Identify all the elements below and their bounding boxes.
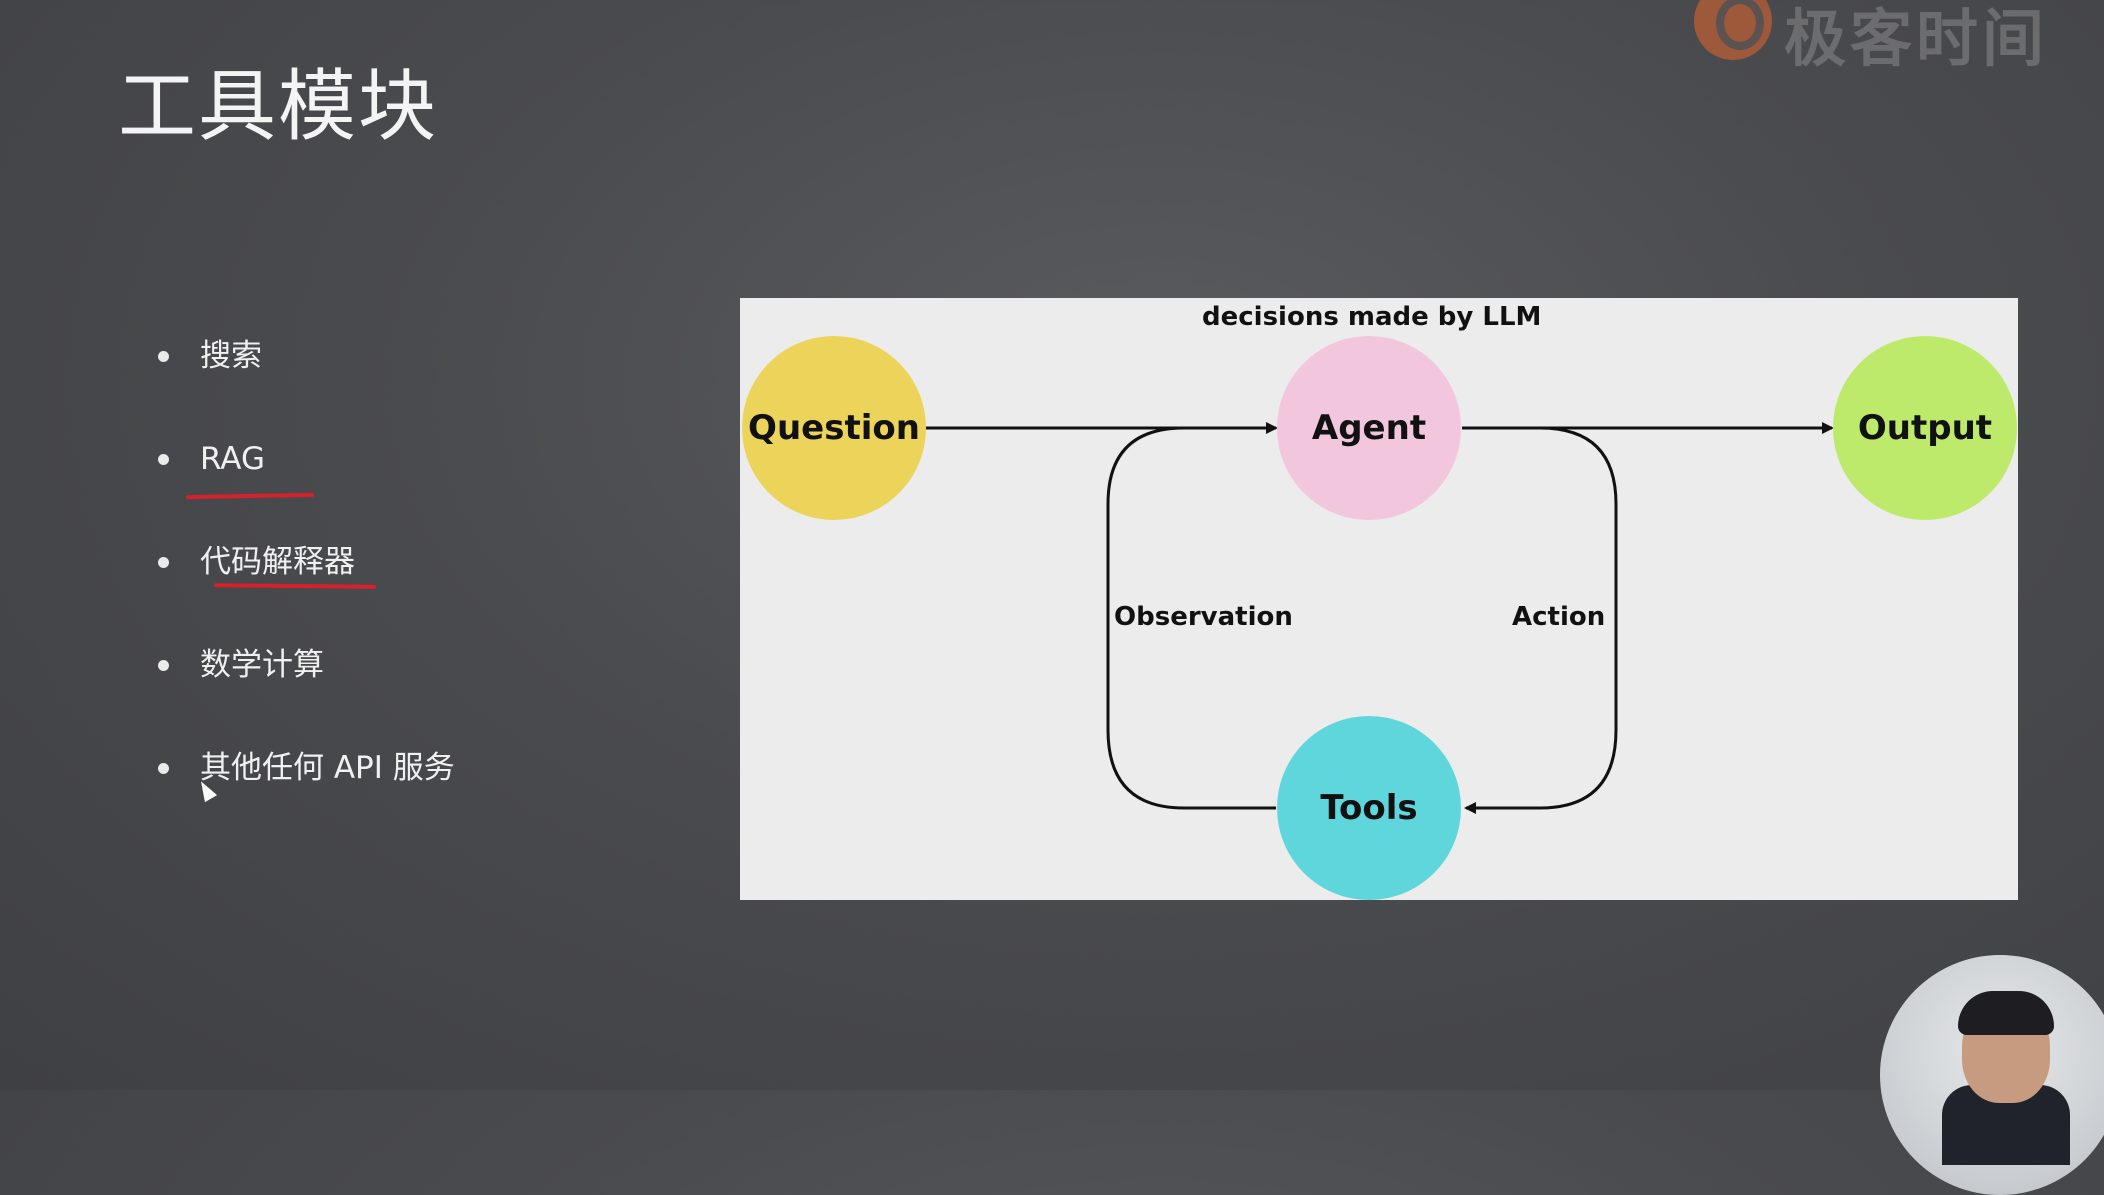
agent-node: Agent	[1277, 336, 1461, 520]
output-node: Output	[1833, 336, 2017, 520]
presenter-hair	[1958, 991, 2054, 1035]
bullet-label: 代码解释器	[200, 544, 355, 580]
bullet-item-search: 搜索	[150, 320, 455, 423]
bullet-dot-icon	[158, 454, 169, 465]
logo-icon	[1694, 0, 1772, 60]
diagram-caption: decisions made by LLM	[1202, 302, 1542, 332]
bullet-dot-icon	[158, 660, 169, 671]
bullet-list: 搜索 RAG 代码解释器 数学计算 其他任何 API 服务	[150, 320, 455, 835]
diagram-connectors	[926, 422, 1834, 814]
observation-label: Observation	[1114, 602, 1293, 632]
bullet-item-math: 数学计算	[150, 629, 455, 732]
bullet-dot-icon	[158, 351, 169, 362]
agent-flow-diagram: decisions made by LLM Question Agent Out…	[740, 298, 2018, 900]
bullet-item-other-api: 其他任何 API 服务	[150, 732, 455, 835]
bullet-dot-icon	[158, 763, 169, 774]
bullet-label: RAG	[200, 441, 265, 477]
logo-text: 极客时间	[1784, 2, 2049, 75]
observation-loop-arrow	[1106, 426, 1276, 810]
bullet-item-code-interpreter: 代码解释器	[150, 526, 455, 629]
bullet-dot-icon	[158, 557, 169, 568]
question-node: Question	[742, 336, 926, 520]
tools-node: Tools	[1277, 716, 1461, 900]
bullet-item-rag: RAG	[150, 423, 455, 526]
bullet-label: 其他任何 API 服务	[200, 750, 455, 786]
action-label: Action	[1512, 602, 1606, 632]
brand-logo: 极客时间	[1684, 0, 2104, 75]
slide-title: 工具模块	[118, 62, 439, 152]
presenter-webcam	[1880, 955, 2104, 1195]
action-loop-arrow	[1464, 426, 1618, 814]
bullet-label: 数学计算	[200, 647, 324, 683]
bullet-label: 搜索	[200, 338, 262, 374]
